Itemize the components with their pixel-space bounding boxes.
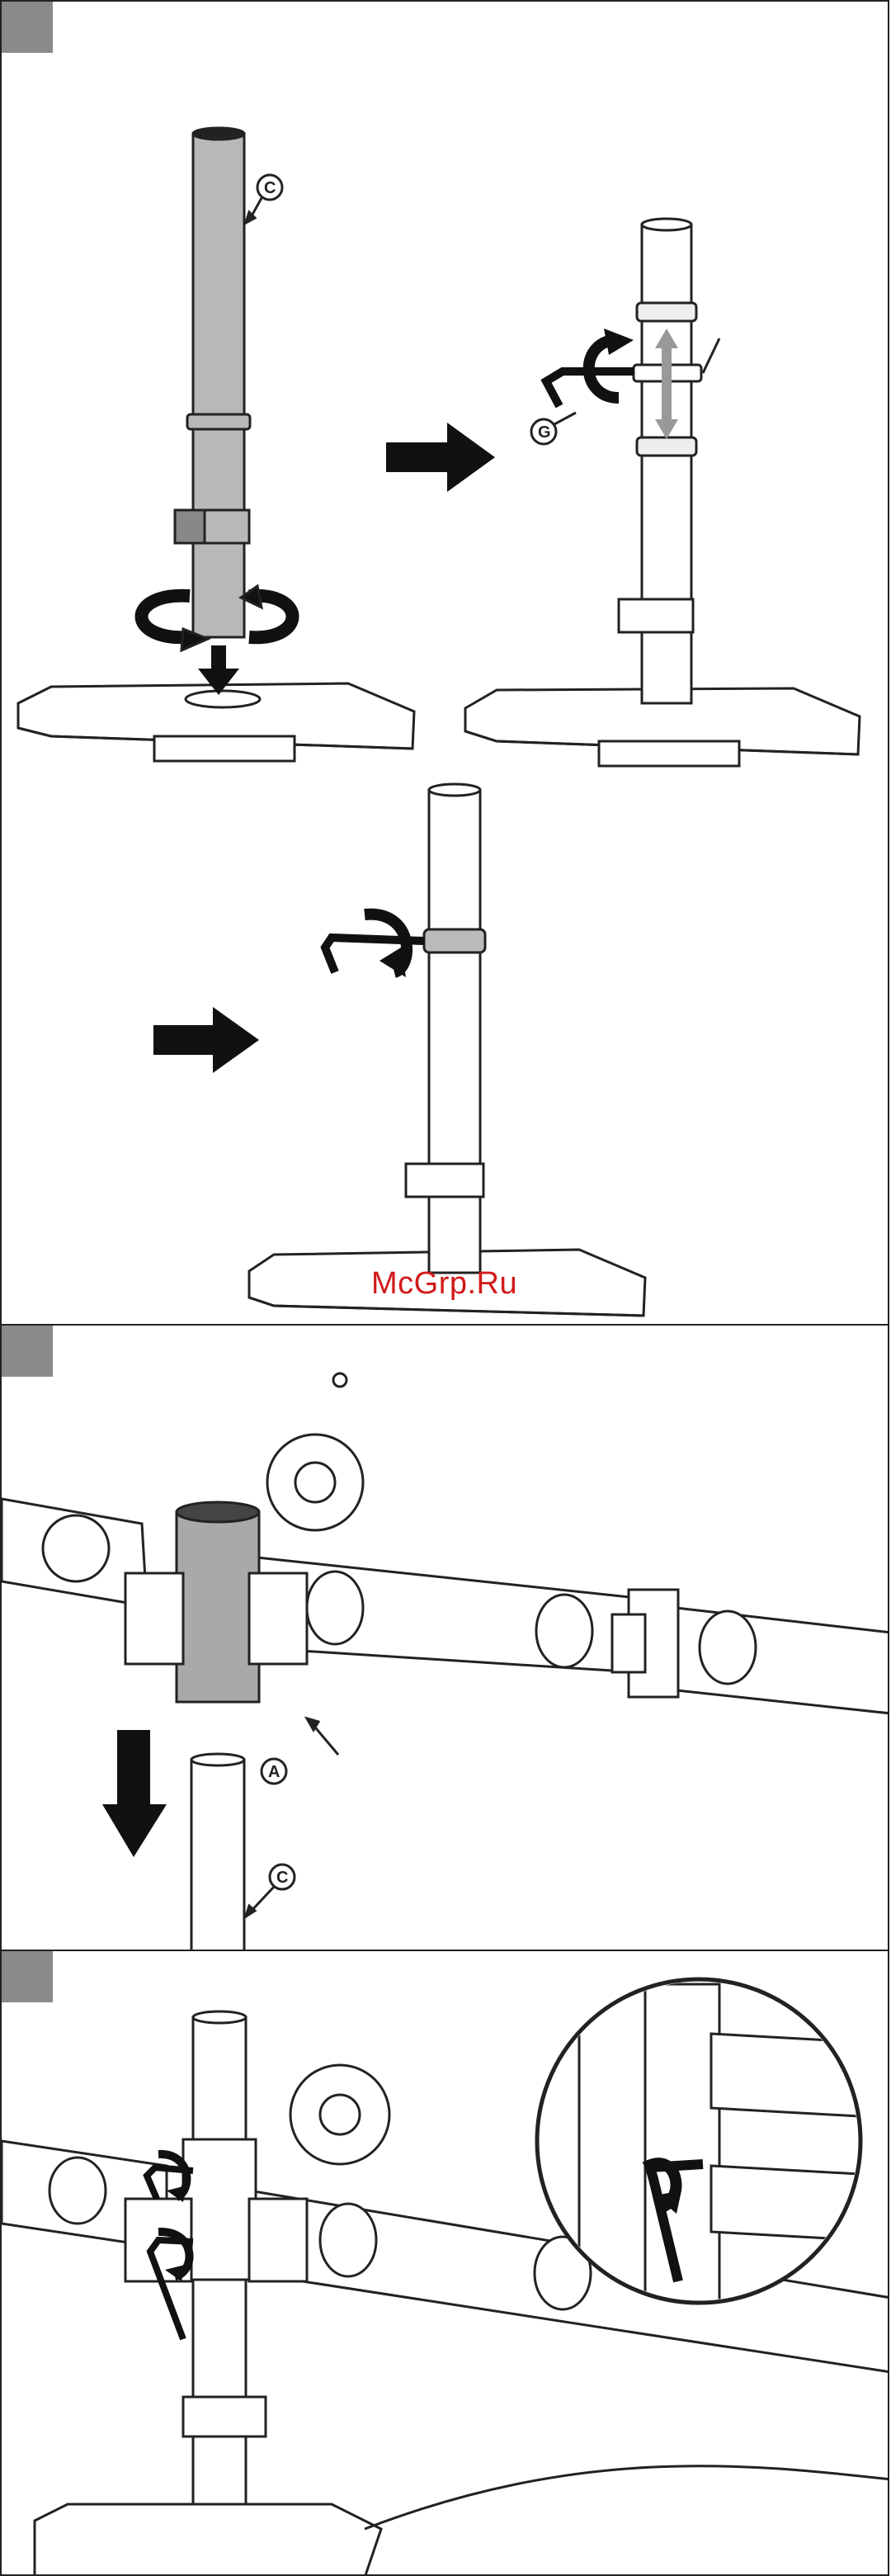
step-arrow-1 [386,423,495,492]
down-arrow-shaft [211,645,226,670]
callout-a-label: A [268,1763,280,1781]
step-1-illustration: C G [2,2,889,1326]
step-2-illustration: A C [2,1326,889,1951]
step-panel-2: A C [0,1324,889,1951]
pole-grey [193,134,244,637]
pole-white-bottom [429,790,480,1273]
step-arrow-2 [153,1007,259,1073]
watermark: McGrp.Ru [371,1266,517,1302]
stand-base [35,2504,381,2576]
pole [191,1760,244,1951]
step-panel-1: C G McGrp.Ru [0,0,889,1326]
callout-c-mid-label: C [276,1869,288,1887]
callout-g-label: G [538,423,551,442]
hub-grey [177,1512,259,1702]
big-down-arrow-shaft [117,1730,150,1804]
callout-c-top-label: C [264,179,276,197]
step-panel-3 [0,1950,889,2576]
step-3-illustration [2,1951,889,2576]
base-clamp-left [154,736,295,761]
big-down-arrow-head [102,1804,167,1857]
pole [193,2017,246,2576]
